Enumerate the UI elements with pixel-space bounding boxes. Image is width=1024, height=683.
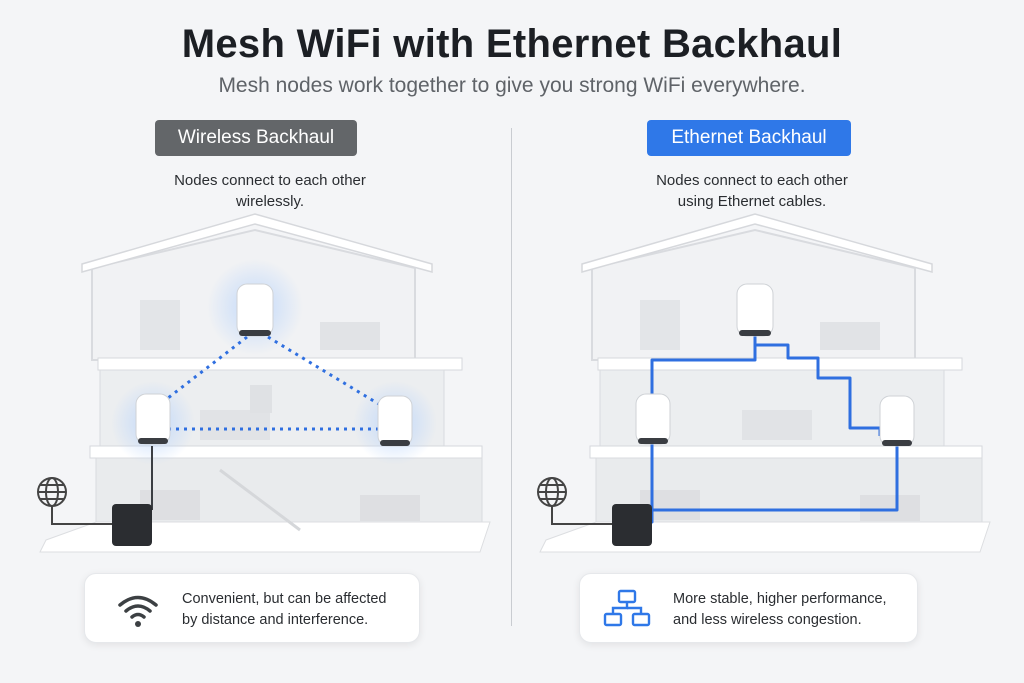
ethernet-note-card: More stable, higher performance, and les…: [579, 573, 918, 643]
wireless-backhaul-label: Wireless Backhaul: [155, 120, 357, 156]
globe-icon: [37, 477, 112, 525]
ethernet-backhaul-label: Ethernet Backhaul: [647, 120, 851, 156]
wireless-panel: Wireless Backhaul Nodes connect to each …: [37, 120, 491, 643]
mesh-node-left: [135, 393, 171, 445]
wireless-house-illustration: [37, 213, 491, 553]
modem: [112, 504, 152, 546]
wireless-desc-line1: Nodes connect to each other: [174, 172, 366, 189]
globe-icon: [537, 477, 612, 525]
ethernet-description: Nodes connect to each other using Ethern…: [602, 170, 902, 212]
wireless-links: [167, 335, 383, 431]
mesh-node-right: [377, 395, 413, 447]
wifi-icon: [118, 595, 158, 627]
mesh-node-left: [635, 393, 671, 445]
ethernet-panel: Ethernet Backhaul Nodes connect to each …: [512, 0, 1024, 683]
wireless-desc-line2: wirelessly.: [235, 193, 305, 210]
panel-divider: [511, 128, 512, 626]
mesh-node-right: [879, 395, 915, 447]
ethernet-note-text: More stable, higher performance, and les…: [673, 589, 903, 631]
wireless-note-line2: by distance and interference.: [182, 612, 369, 628]
mesh-node-top: [236, 283, 274, 337]
page-subtitle: Mesh nodes work together to give you str…: [218, 74, 806, 97]
wireless-note-text: Convenient, but can be affected by dista…: [182, 589, 412, 631]
wireless-note-card: Convenient, but can be affected by dista…: [84, 573, 420, 643]
ethernet-house-illustration: [537, 213, 991, 553]
wireless-note-line1: Convenient, but can be affected: [182, 591, 387, 607]
ethernet-desc-line2: using Ethernet cables.: [677, 193, 827, 210]
mesh-node-top: [736, 283, 774, 337]
wireless-description: Nodes connect to each other wirelessly.: [120, 170, 420, 212]
modem: [612, 504, 652, 546]
house-structure: [539, 213, 991, 553]
network-icon: [603, 589, 651, 627]
ethernet-desc-line1: Nodes connect to each other: [656, 172, 848, 189]
ethernet-note-line2: and less wireless congestion.: [673, 612, 862, 628]
page-title: Mesh WiFi with Ethernet Backhaul: [181, 22, 843, 66]
ethernet-note-line1: More stable, higher performance,: [673, 591, 887, 607]
